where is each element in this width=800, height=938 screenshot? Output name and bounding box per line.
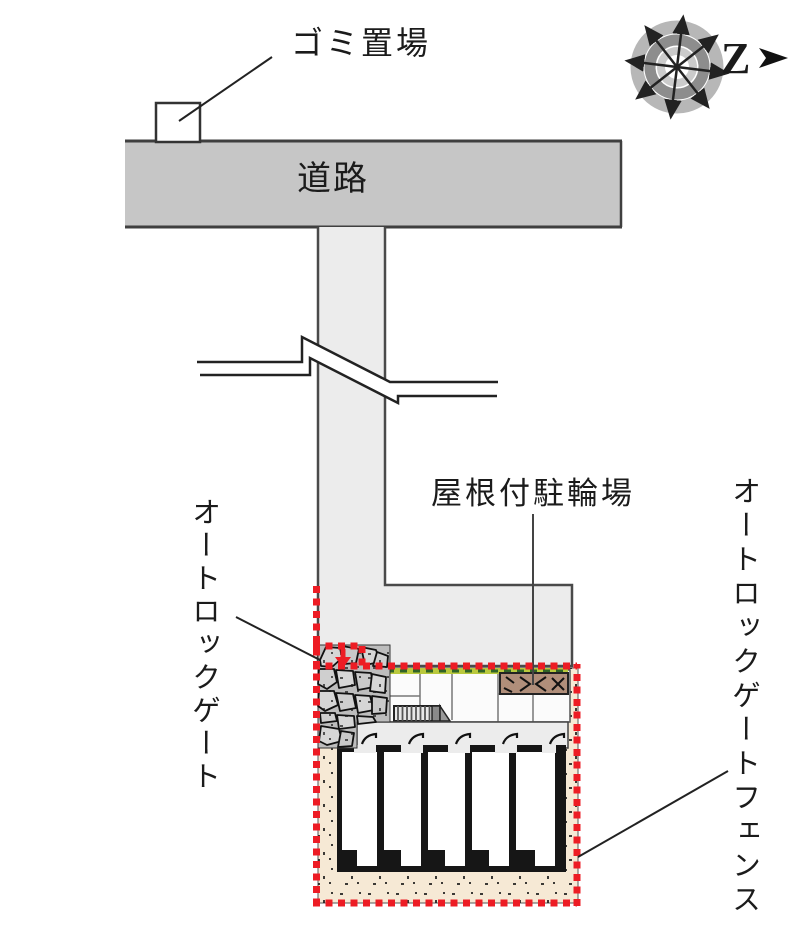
compass-direction-letter: Z	[721, 34, 751, 83]
auto-lock-gate-label: オートロックゲート	[187, 497, 222, 794]
garbage-area-label: ゴミ置場	[291, 24, 432, 62]
garbage-box	[154, 101, 202, 144]
covered-bicycle-parking-label: 屋根付駐輪場	[431, 476, 635, 512]
compass-icon	[624, 14, 788, 120]
stone-garden	[317, 644, 391, 749]
door-swing-icons	[360, 732, 566, 745]
road-label: 道路	[297, 159, 369, 199]
fence-leader-line	[577, 770, 729, 858]
gate-leader-line	[235, 616, 321, 661]
stairs-icon	[393, 703, 452, 722]
entrance-walkway	[356, 721, 569, 749]
hedge-strip	[385, 668, 568, 674]
gate-arrow-icon	[335, 649, 351, 668]
auto-lock-gate-fence-label: オートロックゲートフェンス	[727, 476, 762, 918]
road-band	[125, 139, 623, 229]
break-symbol	[197, 334, 498, 406]
autolock-fence-dashed	[313, 586, 581, 907]
north-arrow-icon	[759, 48, 788, 68]
garbage-leader-line	[178, 56, 273, 122]
room-block	[337, 745, 566, 872]
